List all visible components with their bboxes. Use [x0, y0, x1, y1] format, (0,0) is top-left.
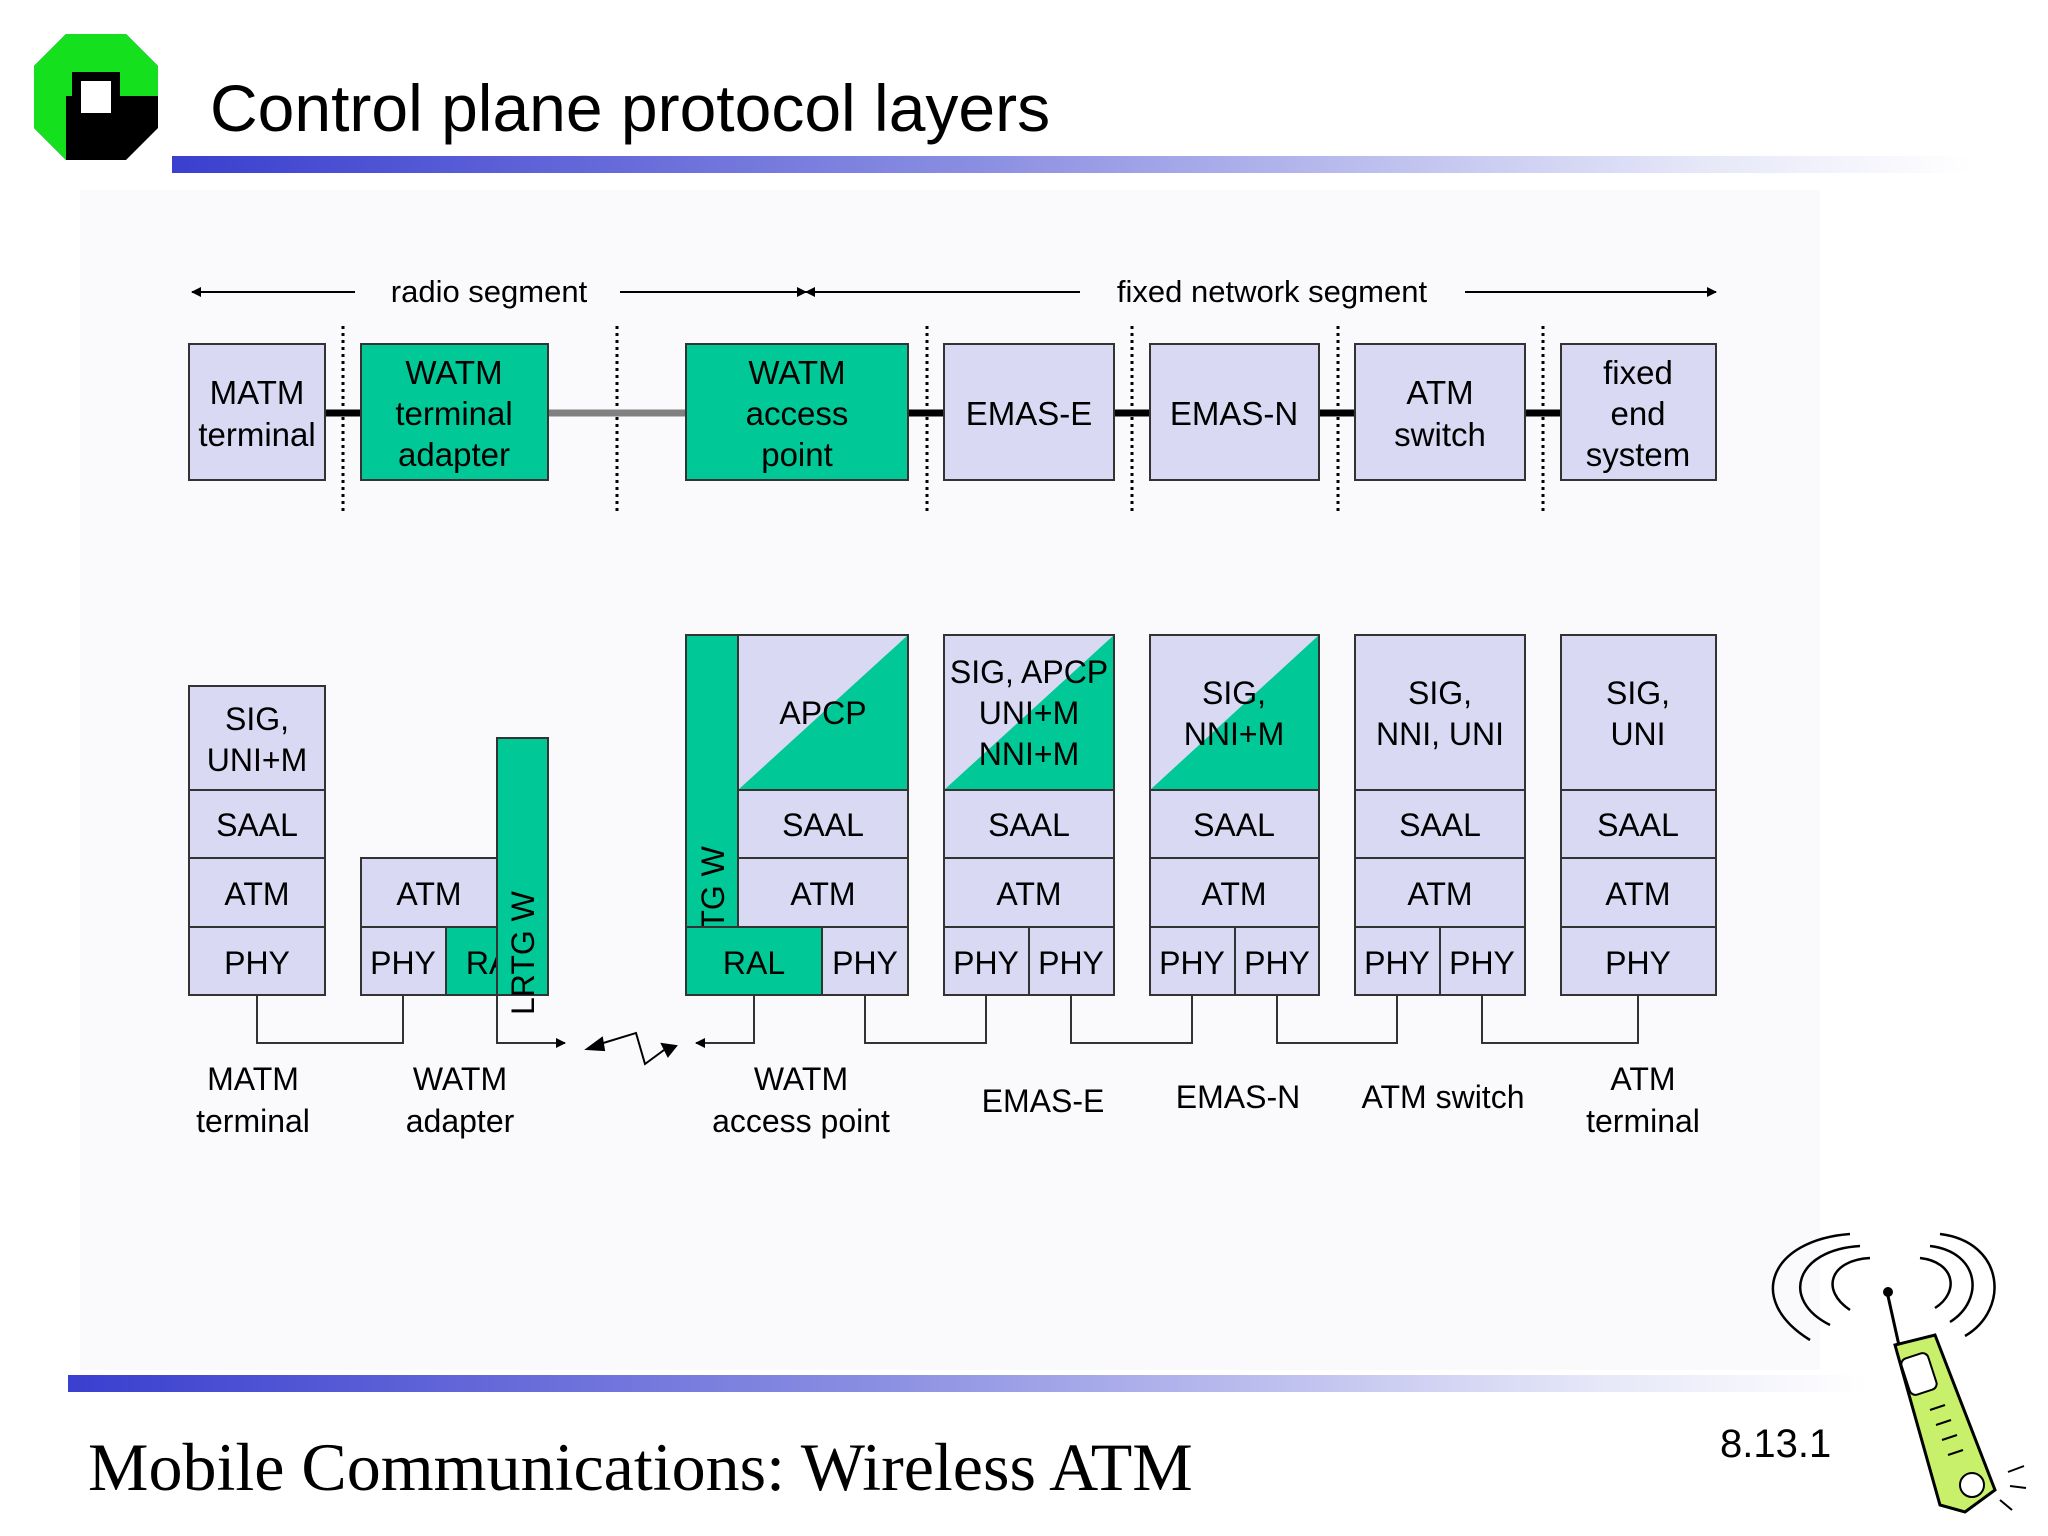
cellphone-clipart-icon	[1771, 1232, 2027, 1514]
svg-text:PHY: PHY	[1038, 945, 1104, 981]
svg-text:PHY: PHY	[1159, 945, 1225, 981]
svg-text:point: point	[761, 436, 833, 473]
svg-text:PHY: PHY	[1364, 945, 1430, 981]
svg-text:terminal: terminal	[198, 416, 315, 453]
title-underline	[172, 156, 1972, 173]
svg-text:ATM: ATM	[396, 876, 461, 912]
svg-text:PHY: PHY	[370, 945, 436, 981]
stack-atm-switch: SIG, NNI, UNI SAAL ATM PHY PHY	[1354, 634, 1526, 996]
svg-text:access point: access point	[712, 1103, 890, 1139]
svg-text:ATM: ATM	[1407, 876, 1472, 912]
svg-text:terminal: terminal	[196, 1103, 310, 1139]
svg-text:SIG,: SIG,	[225, 701, 289, 737]
physical-links	[256, 995, 1639, 1048]
svg-text:PHY: PHY	[832, 945, 898, 981]
svg-text:SIG,: SIG,	[1606, 675, 1670, 711]
svg-text:SIG,: SIG,	[1202, 675, 1266, 711]
stack-watm-access-point: LRTG W APCP SAAL ATM RAL PHY	[685, 634, 909, 996]
device-watm-terminal-adapter: WATM terminal adapter	[360, 343, 549, 481]
label-access-point: WATM	[754, 1061, 848, 1097]
svg-text:terminal: terminal	[395, 395, 512, 432]
svg-text:SIG, APCP: SIG, APCP	[950, 654, 1108, 690]
device-matm-terminal: MATM terminal	[188, 343, 326, 481]
svg-text:ATM: ATM	[1406, 374, 1473, 411]
svg-text:PHY: PHY	[1244, 945, 1310, 981]
svg-text:adapter: adapter	[398, 436, 510, 473]
stack-matm-terminal: SIG, UNI+M SAAL ATM PHY	[188, 685, 326, 996]
radio-lightning-icon	[584, 1031, 678, 1066]
svg-text:ATM: ATM	[790, 876, 855, 912]
label-emas-e: EMAS-E	[982, 1083, 1105, 1119]
footer-title: Mobile Communications: Wireless ATM	[88, 1429, 1193, 1505]
fixed-segment-arrow: fixed network segment	[805, 274, 1717, 309]
svg-text:adapter: adapter	[406, 1103, 515, 1139]
label-atm-terminal: ATM	[1610, 1061, 1675, 1097]
svg-text:NNI+M: NNI+M	[1184, 716, 1284, 752]
svg-text:PHY: PHY	[1605, 945, 1671, 981]
svg-text:SAAL: SAAL	[216, 807, 298, 843]
svg-text:NNI, UNI: NNI, UNI	[1376, 716, 1504, 752]
page-number: 8.13.1	[1720, 1422, 1832, 1466]
label-matm: MATM	[207, 1061, 299, 1097]
stack-watm-adapter: ATM PHY RAL LRTG W	[360, 737, 549, 1015]
svg-text:SAAL: SAAL	[1399, 807, 1481, 843]
svg-text:UNI+M: UNI+M	[207, 742, 307, 778]
device-fixed-end-system: fixed end system	[1560, 343, 1717, 481]
svg-text:EMAS-N: EMAS-N	[1170, 395, 1298, 432]
svg-text:SAAL: SAAL	[988, 807, 1070, 843]
university-logo-icon	[34, 34, 158, 160]
footer-divider	[68, 1375, 1868, 1392]
svg-text:terminal: terminal	[1586, 1103, 1700, 1139]
svg-text:PHY: PHY	[224, 945, 290, 981]
stack-emas-e: SIG, APCP UNI+M NNI+M SAAL ATM PHY PHY	[943, 634, 1115, 996]
svg-text:end: end	[1610, 395, 1665, 432]
svg-text:UNI+M: UNI+M	[979, 695, 1079, 731]
svg-text:NNI+M: NNI+M	[979, 736, 1079, 772]
svg-text:UNI: UNI	[1610, 716, 1665, 752]
stack-atm-terminal: SIG, UNI SAAL ATM PHY	[1560, 634, 1717, 996]
svg-text:MATM: MATM	[210, 374, 305, 411]
svg-text:PHY: PHY	[1449, 945, 1515, 981]
svg-text:switch: switch	[1394, 416, 1486, 453]
page-title: Control plane protocol layers	[210, 71, 1051, 145]
svg-text:WATM: WATM	[405, 354, 502, 391]
label-emas-n: EMAS-N	[1176, 1079, 1300, 1115]
svg-text:ATM: ATM	[224, 876, 289, 912]
device-watm-access-point: WATM access point	[685, 343, 909, 481]
label-atm-switch: ATM switch	[1362, 1079, 1525, 1115]
radio-segment-label: radio segment	[391, 274, 588, 309]
device-emas-e: EMAS-E	[943, 343, 1115, 481]
label-adapter: WATM	[413, 1061, 507, 1097]
svg-text:ATM: ATM	[996, 876, 1061, 912]
stack-emas-n: SIG, NNI+M SAAL ATM PHY PHY	[1149, 634, 1320, 996]
svg-text:ATM: ATM	[1605, 876, 1670, 912]
svg-text:SAAL: SAAL	[782, 807, 864, 843]
svg-text:RAL: RAL	[723, 945, 785, 981]
bottom-labels: MATM terminal WATM adapter WATM access p…	[196, 1061, 1700, 1139]
device-emas-n: EMAS-N	[1149, 343, 1320, 481]
fixed-segment-label: fixed network segment	[1117, 274, 1428, 309]
svg-text:ATM: ATM	[1201, 876, 1266, 912]
svg-text:fixed: fixed	[1603, 354, 1673, 391]
svg-text:PHY: PHY	[953, 945, 1019, 981]
radio-segment-arrow: radio segment	[191, 274, 807, 309]
svg-text:SAAL: SAAL	[1193, 807, 1275, 843]
device-atm-switch: ATM switch	[1354, 343, 1526, 481]
svg-text:system: system	[1586, 436, 1691, 473]
svg-text:WATM: WATM	[748, 354, 845, 391]
svg-text:APCP: APCP	[779, 695, 866, 731]
svg-text:SAAL: SAAL	[1597, 807, 1679, 843]
svg-text:EMAS-E: EMAS-E	[966, 395, 1093, 432]
svg-text:LRTG W: LRTG W	[505, 890, 541, 1015]
svg-text:SIG,: SIG,	[1408, 675, 1472, 711]
svg-text:access: access	[746, 395, 849, 432]
